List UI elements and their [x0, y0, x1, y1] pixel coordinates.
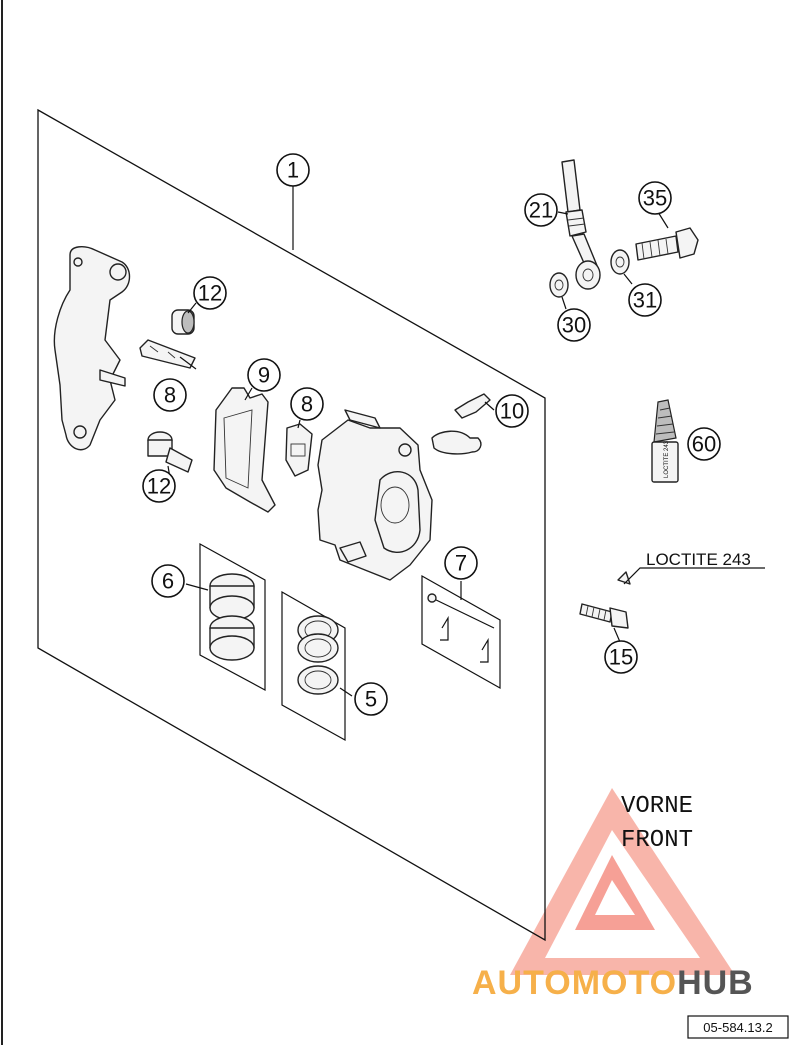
svg-text:9: 9	[258, 363, 270, 388]
svg-text:12: 12	[198, 281, 222, 306]
brake-pad	[213, 387, 276, 513]
assembly-panel-1	[37, 108, 546, 942]
callout-12-top: 12	[193, 276, 227, 310]
piston-kit	[199, 542, 266, 692]
watermark-logo	[510, 788, 735, 975]
pad-spring-clip-center	[285, 423, 313, 477]
callout-21: 21	[524, 193, 558, 227]
callout-15: 15	[604, 640, 638, 674]
brake-caliper-housing	[317, 409, 433, 581]
sealing-washer-30	[549, 272, 569, 298]
sealing-washer-31	[610, 249, 630, 275]
svg-text:AUTOMOTOHUB: AUTOMOTOHUB	[472, 964, 754, 1002]
callout-30: 30	[557, 308, 591, 342]
svg-text:10: 10	[500, 399, 524, 424]
pad-spring-clip	[139, 339, 196, 369]
svg-text:6: 6	[162, 569, 174, 594]
svg-text:60: 60	[692, 432, 716, 457]
brake-line	[561, 159, 601, 290]
callout-1: 1	[276, 153, 310, 187]
watermark-text-automoto: AUTOMOTO	[472, 964, 677, 1002]
svg-text:35: 35	[643, 186, 667, 211]
brake-caliper-bracket	[53, 246, 131, 451]
svg-text:30: 30	[562, 313, 586, 338]
svg-text:12: 12	[147, 474, 171, 499]
svg-text:21: 21	[529, 198, 553, 223]
svg-text:1: 1	[287, 158, 299, 183]
callout-35: 35	[638, 181, 672, 215]
callout-8-center: 8	[290, 387, 324, 421]
svg-text:8: 8	[301, 392, 313, 417]
banjo-bolt	[635, 227, 699, 261]
direction-label-vorne: VORNE	[621, 793, 693, 820]
callout-31: 31	[628, 283, 662, 317]
guide-pin-bolt	[147, 431, 193, 473]
caliper-screw	[579, 571, 631, 629]
watermark-wordmark: AUTOMOTOHUB	[472, 964, 754, 1002]
svg-text:15: 15	[609, 645, 633, 670]
callout-12-bottom: 12	[142, 469, 176, 503]
callout-5: 5	[354, 682, 388, 716]
callout-7: 7	[444, 546, 478, 580]
loctite-note: LOCTITE 243	[646, 550, 751, 569]
svg-text:7: 7	[455, 551, 467, 576]
pad-pin-kit	[421, 574, 501, 690]
piston-seal-kit	[281, 590, 346, 742]
callout-6: 6	[151, 564, 185, 598]
callout-60: 60	[687, 427, 721, 461]
drawing-number: 05-584.13.2	[703, 1020, 772, 1035]
loctite-tube: LOCTITE 243	[651, 399, 679, 483]
watermark-text-hub: HUB	[677, 964, 754, 1002]
callout-8-left: 8	[153, 378, 187, 412]
callout-10: 10	[495, 394, 529, 428]
bleeder-valve	[431, 393, 491, 455]
svg-text:8: 8	[164, 383, 176, 408]
loctite-tube-label: LOCTITE 243	[664, 440, 670, 478]
drawing-number-box: 05-584.13.2	[687, 1015, 789, 1039]
svg-text:5: 5	[365, 687, 377, 712]
direction-label-front: FRONT	[621, 827, 693, 854]
callout-9: 9	[247, 358, 281, 392]
svg-text:31: 31	[633, 288, 657, 313]
rubber-bushing	[171, 309, 195, 335]
